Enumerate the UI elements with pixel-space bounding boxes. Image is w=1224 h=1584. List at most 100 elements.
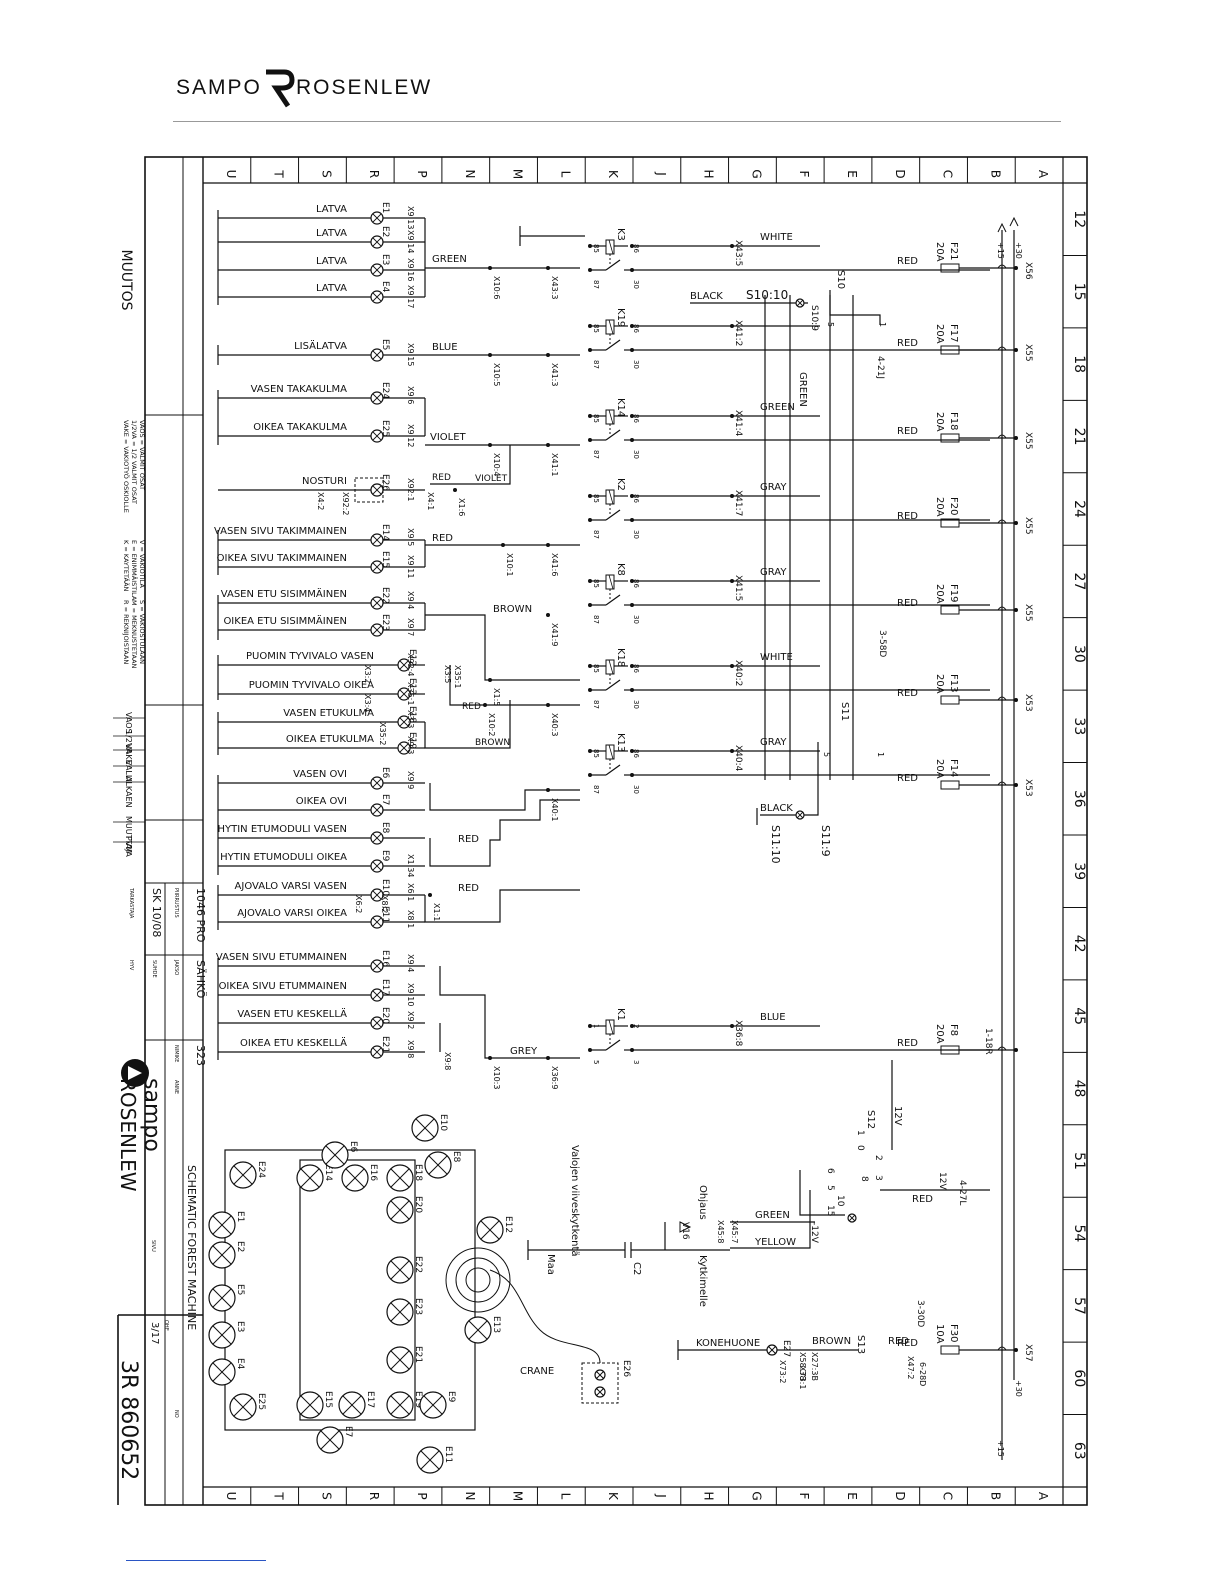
column-zone-top: B	[988, 170, 1002, 178]
column-zone-top: T	[272, 169, 286, 178]
revision-label: PVM	[124, 836, 133, 853]
fuse-wire-color: RED	[897, 773, 918, 784]
lamp-cross	[372, 1018, 382, 1028]
lamp-cross	[372, 961, 382, 971]
feed-wire-red3	[429, 783, 580, 811]
switch-s10-name: S10	[835, 270, 846, 289]
relay-contact-blade	[605, 259, 621, 271]
fuse-name: F19	[948, 584, 959, 602]
relay-coil-slash	[608, 319, 614, 335]
column-zone-top: A	[1036, 170, 1050, 179]
fuse-name: F14	[948, 759, 959, 777]
relay-mid-terminal: X41:2	[733, 320, 743, 346]
crane-base-core	[465, 1267, 491, 1293]
misc-terminal: X35:1	[453, 665, 462, 688]
relay-pin: 86	[632, 414, 640, 423]
misc-terminal: X35:2	[378, 722, 387, 745]
column-zone-top: N	[463, 170, 477, 179]
lamp-cross	[596, 1388, 604, 1396]
column-zone-top: S	[319, 170, 333, 178]
machine-outline	[224, 1149, 476, 1431]
label-maa: Maa	[545, 1254, 556, 1275]
terminal-dot	[488, 1056, 492, 1060]
logo-triangle	[128, 1066, 142, 1080]
fuse-icon	[940, 518, 960, 528]
lamp-designator: E2	[380, 226, 390, 237]
lamp-cross	[233, 1397, 253, 1417]
machine-lamp-icon	[476, 1216, 504, 1244]
terminal-dot	[546, 788, 550, 792]
column-zone-bottom: N	[463, 1492, 477, 1501]
lamp-designator: E12	[407, 649, 417, 666]
k-side-terminal: X1:1	[432, 903, 441, 921]
lamp-icon	[370, 1016, 384, 1030]
rail-label-plus15-bottom: +15	[996, 1440, 1005, 1457]
machine-lamp-icon	[321, 1141, 349, 1169]
lamp-cross	[848, 1214, 856, 1222]
column-zone-top: E	[845, 170, 859, 178]
lamp-terminal: X9:2	[406, 1011, 415, 1029]
relay-name: K19	[615, 308, 626, 327]
lamp-circuit-label: OIKEA SIVU ETUMMAINEN	[219, 981, 347, 992]
relay-coil-slash	[608, 239, 614, 255]
relay-coil-slash	[608, 409, 614, 425]
lamp-designator: E6	[380, 767, 390, 779]
terminal-dot	[488, 678, 492, 682]
switch-s12-pin: 0	[855, 1145, 865, 1151]
relay-name: K2	[615, 478, 626, 491]
legend-left-line: 1/2VA = 1/2 VALMIT OSAT	[130, 420, 138, 504]
wire-label-blue: BLUE	[432, 342, 458, 353]
wire-label-red-ajovalo: RED	[458, 883, 479, 894]
lamp-cross	[372, 625, 382, 635]
lamp-designator: E11	[380, 906, 390, 923]
terminal-dot	[488, 266, 492, 270]
machine-lamp-icon	[386, 1256, 414, 1284]
feed-wire-red4	[429, 799, 580, 867]
brand-text-left: SAMPO	[176, 76, 262, 99]
column-zone-top: G	[749, 169, 763, 178]
lamp-circuit-label: PUOMIN TYVIVALO OIKEA	[249, 680, 374, 691]
relay-contact-blade	[605, 339, 621, 351]
relay-terminal-dot	[588, 438, 592, 442]
row-zone: 21	[1071, 428, 1087, 446]
k-side-terminal: X40:3	[550, 713, 559, 736]
label-v16: V16	[680, 1222, 690, 1240]
rail-tap-dot	[1014, 521, 1018, 525]
revision-label: ALKAEN	[124, 776, 133, 808]
terminal-dot	[730, 324, 734, 328]
lamp-cross	[796, 299, 804, 307]
lamp-cross	[480, 1220, 500, 1240]
lamp-icon	[370, 776, 384, 790]
lamp-cross	[372, 890, 382, 900]
k-side-terminal: X36:9	[550, 1066, 559, 1089]
wire-label-black: BLACK	[690, 291, 723, 302]
relay-pin: 87	[592, 785, 600, 794]
relay-pin: 85	[592, 749, 600, 758]
lamp-cross	[399, 660, 409, 670]
relay-pin: 86	[632, 749, 640, 758]
relay-pin: 85	[592, 244, 600, 253]
fuse-rating: 20A	[934, 242, 945, 262]
relay-terminal-dot	[588, 268, 592, 272]
machine-lamp-icon	[208, 1284, 236, 1312]
revision-label: VAKE	[124, 744, 133, 765]
column-zone-top: D	[893, 169, 907, 178]
machine-lamp-label: E13	[491, 1316, 501, 1333]
machine-lamp-label: E21	[413, 1346, 423, 1363]
rail-tap-dot	[1014, 1048, 1018, 1052]
lamp-icon	[594, 1369, 606, 1381]
lamp-circuit-label: VASEN ETU KESKELLÄ	[237, 1007, 347, 1020]
lamp-terminal: X8:1	[406, 910, 415, 928]
legend-right-line: R = REKNIJOISTAAN	[122, 600, 130, 664]
relay-terminal-dot	[588, 688, 592, 692]
lamp-circuit-label: VASEN ETUKULMA	[283, 708, 374, 719]
column-zone-top: F	[797, 171, 811, 178]
relay-terminal-dot	[588, 518, 592, 522]
switch-s12-pin: 1	[855, 1130, 865, 1136]
lamp-designator: E10	[380, 879, 390, 896]
cross-ref: 4-27L	[957, 1180, 967, 1205]
lamp-terminal: X9:13	[406, 206, 415, 229]
relay-pin: 30	[632, 450, 640, 459]
no-label: NO	[173, 1410, 179, 1418]
misc-terminal: X4:1	[426, 492, 435, 510]
